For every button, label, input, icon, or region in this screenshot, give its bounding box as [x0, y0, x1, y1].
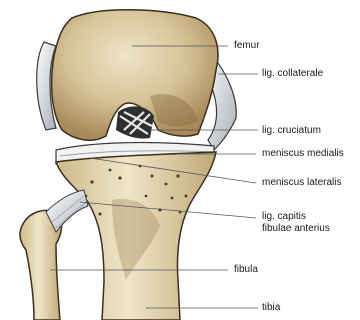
label-tibia: tibia: [262, 302, 280, 313]
label-lig-collaterale: lig. collaterale: [262, 68, 323, 79]
label-lig-capitis-line2: fibulae anterius: [262, 223, 330, 234]
label-lig-capitis-line1: lig. capitis: [262, 211, 306, 222]
label-meniscus-lateralis: meniscus lateralis: [262, 177, 341, 188]
label-fibula: fibula: [234, 264, 258, 275]
fibular-head-ligament: [46, 190, 88, 232]
label-femur: femur: [234, 40, 260, 51]
label-meniscus-medialis: meniscus medialis: [262, 148, 344, 159]
label-lig-cruciatum: lig. cruciatum: [262, 125, 321, 136]
cruciate-ligament: [116, 106, 154, 138]
